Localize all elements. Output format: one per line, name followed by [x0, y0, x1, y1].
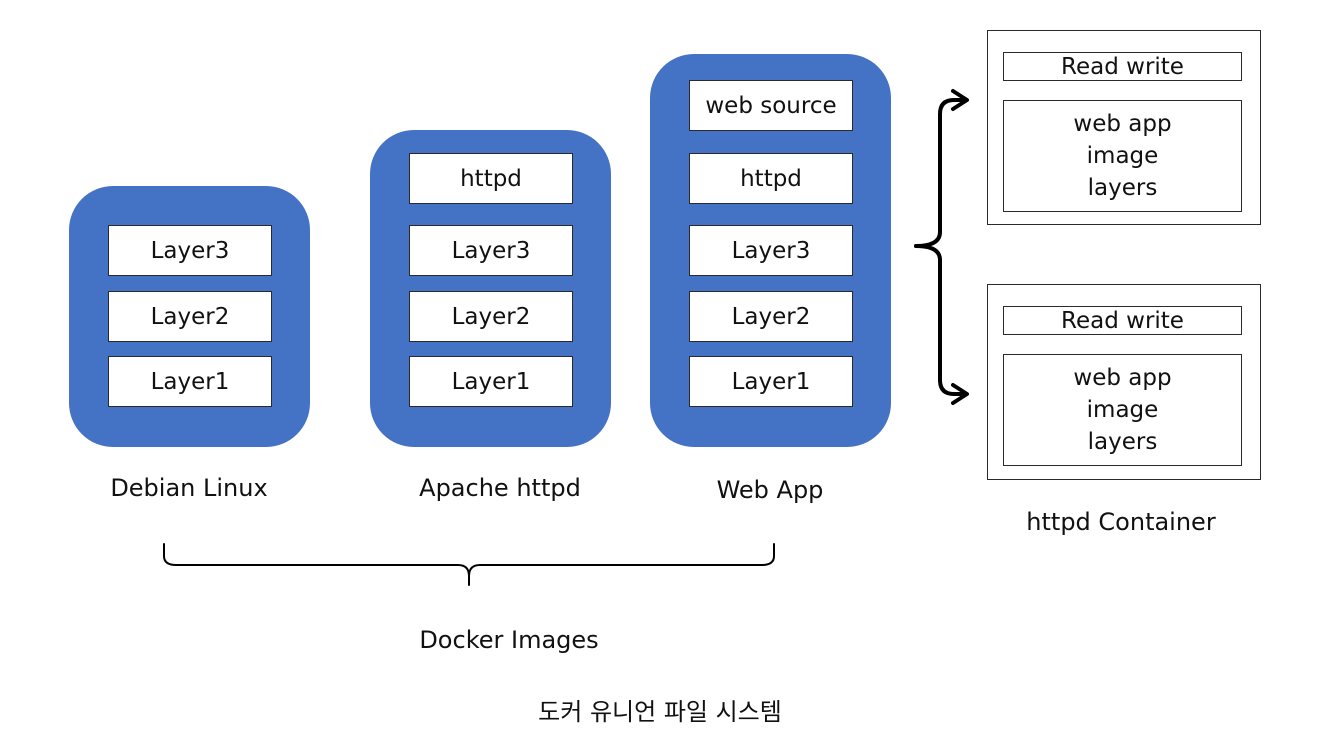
footer-title: 도커 유니언 파일 시스템: [538, 698, 782, 726]
container-label: httpd Container: [1026, 508, 1216, 536]
image-layers-line: image: [1086, 143, 1159, 169]
image-stack-apache-httpd: httpd Layer3 Layer2 Layer1: [370, 130, 611, 447]
image-layers-line: web app: [1073, 111, 1172, 137]
read-write-layer: Read write: [1003, 52, 1242, 81]
image-layers-line: layers: [1087, 175, 1158, 201]
layer-box: Layer3: [108, 225, 272, 276]
layer-box: httpd: [689, 153, 853, 204]
image-name-web-app: Web App: [716, 476, 824, 504]
layer-box: Layer2: [409, 291, 573, 342]
image-layers-box: web app image layers: [1003, 354, 1242, 466]
layer-box: Layer2: [108, 291, 272, 342]
arrow-head: [951, 383, 969, 405]
layer-box: Layer1: [409, 356, 573, 407]
image-name-apache-httpd: Apache httpd: [419, 474, 581, 502]
right-brace: [914, 244, 968, 396]
layer-box: Layer3: [409, 225, 573, 276]
layer-box: web source: [689, 80, 853, 131]
image-stack-web-app: web source httpd Layer3 Layer2 Layer1: [650, 54, 891, 447]
container-box: Read write web app image layers: [987, 284, 1261, 480]
arrow-head: [951, 89, 969, 111]
layer-box: Layer2: [689, 291, 853, 342]
images-group-label: Docker Images: [419, 626, 599, 654]
layer-box: Layer3: [689, 225, 853, 276]
right-brace: [914, 98, 968, 248]
image-layers-line: web app: [1073, 365, 1172, 391]
image-layers-box: web app image layers: [1003, 100, 1242, 212]
image-stack-debian-linux: Layer3 Layer2 Layer1: [69, 186, 310, 447]
layer-box: httpd: [409, 153, 573, 204]
read-write-layer: Read write: [1003, 306, 1242, 335]
layer-box: Layer1: [108, 356, 272, 407]
bottom-brace: [468, 543, 775, 577]
image-name-debian-linux: Debian Linux: [110, 474, 268, 502]
image-layers-line: image: [1086, 397, 1159, 423]
bottom-brace: [163, 543, 470, 586]
container-box: Read write web app image layers: [987, 30, 1261, 225]
image-layers-line: layers: [1087, 429, 1158, 455]
layer-box: Layer1: [689, 356, 853, 407]
